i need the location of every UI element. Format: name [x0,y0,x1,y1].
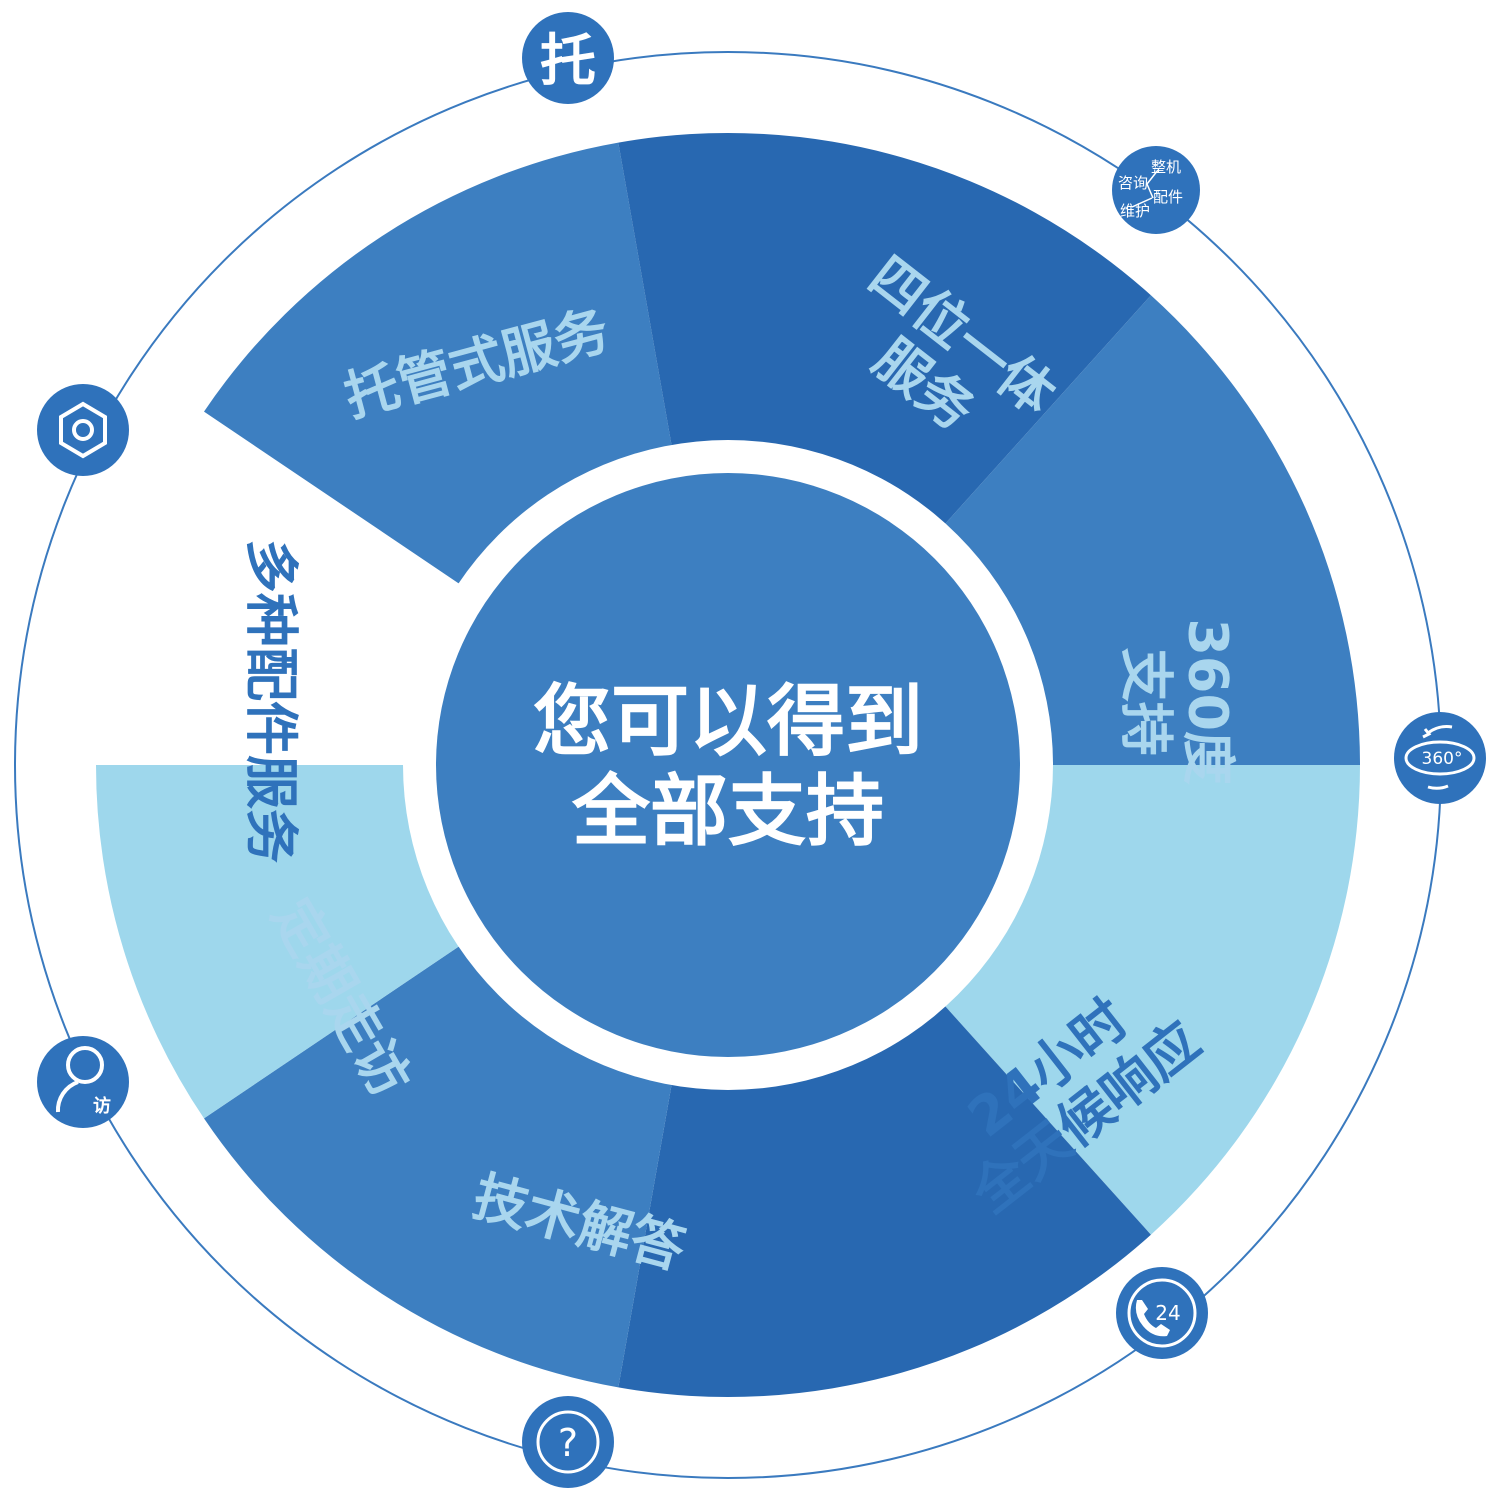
nut-icon [37,384,129,476]
center-disc [436,473,1020,1057]
consult-repair-icon: 整机 咨询 配件 维护 [1112,146,1200,234]
segment-peijian [96,765,463,1119]
segment-ring [96,132,1360,1398]
question-mark: ? [558,1421,578,1465]
tuo-glyph: 托 [540,29,596,94]
center-title-line2: 全部支持 [571,767,884,857]
consult-word-1: 整机 [1151,158,1181,176]
consult-word-4: 维护 [1120,202,1150,220]
segment-tuoguan [204,142,673,587]
visit-label: 访 [93,1095,111,1117]
center-title-line1: 您可以得到 [533,677,923,767]
phone-24-label: 24 [1155,1301,1180,1325]
consult-word-3: 配件 [1153,188,1183,206]
segment-label-line: 360度 [1177,618,1240,785]
segment-dingqi [204,943,673,1388]
segment-24h [942,765,1360,1235]
phone-24h-icon: 24 [1116,1267,1208,1359]
segment-label-line: 支持 [1115,648,1178,756]
segment-jishu [618,1002,1151,1398]
segment-label-peijian: 多种配件服务 [240,539,303,863]
segment-label-line: 多种配件服务 [240,539,303,863]
question-icon: ? [522,1396,614,1488]
tuo-icon: 托 [522,12,614,104]
visit-user-icon: 访 [37,1036,129,1128]
consult-word-2: 咨询 [1118,174,1148,192]
segment-360 [942,295,1360,765]
rotate-360-icon: 360° [1394,712,1486,804]
segment-siwei [618,132,1151,528]
rotate-360-label: 360° [1422,749,1463,769]
